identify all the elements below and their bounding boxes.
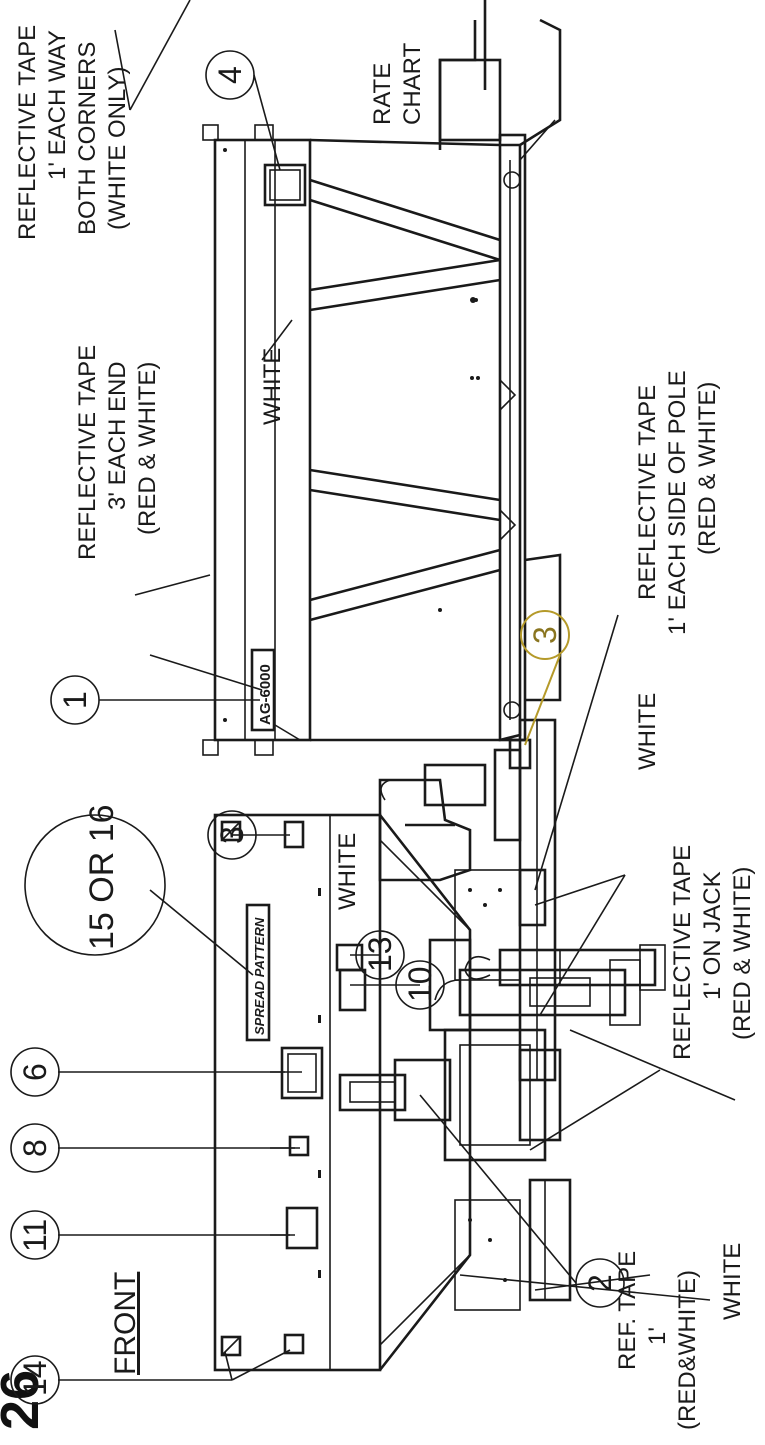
- decal-ag6000-text: AG-6000: [257, 664, 274, 725]
- pole-tape-rect: [518, 868, 547, 927]
- svg-text:6: 6: [17, 1063, 53, 1081]
- decal-corner-front: [220, 820, 242, 842]
- svg-text:14: 14: [17, 1360, 53, 1396]
- svg-text:1: 1: [57, 691, 93, 709]
- hopper-taper: [378, 814, 472, 1371]
- decal-8: [288, 1135, 310, 1157]
- front-jack: [498, 948, 657, 987]
- hopper-top-rect: [213, 813, 382, 1372]
- rate-chart-label: RATE CHART: [369, 42, 426, 125]
- white-label-front: WHITE: [719, 1243, 746, 1320]
- svg-text:10: 10: [402, 966, 438, 1002]
- callout-4: 4: [205, 50, 281, 171]
- svg-text:BOTH CORNERS: BOTH CORNERS: [74, 42, 101, 235]
- spread-pattern-decal-text: SPREAD PATTERN: [252, 917, 267, 1035]
- svg-text:11: 11: [17, 1219, 53, 1252]
- callout-11: 11: [10, 1210, 290, 1260]
- svg-text:1' ON JACK: 1' ON JACK: [699, 871, 726, 1000]
- svg-text:(WHITE ONLY): (WHITE ONLY): [104, 66, 131, 230]
- svg-text:15 OR 16: 15 OR 16: [83, 804, 121, 950]
- front-leaders: [149, 834, 711, 1381]
- decal-14-box-a: [283, 1333, 305, 1355]
- callout-6: 6: [10, 1047, 285, 1097]
- pole-tape-label: REFLECTIVE TAPE 1' EACH SIDE OF POLE (RE…: [634, 370, 721, 635]
- rate-chart-box: [438, 58, 502, 142]
- decal-ag6000: [250, 648, 276, 732]
- callout-2: 2: [419, 1094, 625, 1308]
- spread-pattern-decal: [245, 903, 271, 1042]
- svg-text:REF. TAPE: REF. TAPE: [614, 1251, 641, 1370]
- callout-1: 1: [50, 675, 260, 725]
- ref-tape-front-label: REF. TAPE 1' (RED&WHITE): [614, 1251, 701, 1430]
- decal-6: [280, 1046, 324, 1100]
- side-leaders: [114, 0, 736, 1101]
- side-view: AG-6000: [202, 0, 641, 1082]
- decal-10: [338, 968, 367, 1012]
- callout-10: 10: [395, 960, 445, 1010]
- svg-text:REFLECTIVE TAPE: REFLECTIVE TAPE: [634, 385, 661, 600]
- svg-text:3' EACH END: 3' EACH END: [104, 361, 131, 510]
- callout-15-or-16: 15 OR 16: [24, 804, 166, 956]
- corner-tape-label: REFLECTIVE TAPE 1' EACH WAY BOTH CORNERS…: [14, 25, 131, 240]
- white-label-frame: WHITE: [634, 693, 661, 770]
- callout-8: 8: [10, 1123, 295, 1173]
- svg-text:1' EACH WAY: 1' EACH WAY: [44, 30, 71, 180]
- svg-text:1': 1': [644, 1327, 671, 1345]
- callout-3-front: 3: [207, 810, 257, 860]
- front-label: FRONT: [109, 1272, 142, 1375]
- svg-text:REFLECTIVE TAPE: REFLECTIVE TAPE: [669, 845, 696, 1060]
- front-view: SPREAD PATTERN: [213, 813, 666, 1372]
- svg-text:1' EACH SIDE OF POLE: 1' EACH SIDE OF POLE: [664, 370, 691, 635]
- white-label-hopper-top: WHITE: [259, 348, 286, 425]
- callout-13: 13: [355, 930, 405, 980]
- svg-text:(RED & WHITE): (RED & WHITE): [729, 867, 756, 1040]
- svg-text:CHART: CHART: [399, 42, 426, 125]
- side-jack: [458, 968, 627, 1017]
- svg-text:REFLECTIVE TAPE: REFLECTIVE TAPE: [14, 25, 41, 240]
- decal-14-box-b: [220, 1335, 242, 1357]
- svg-text:13: 13: [362, 936, 398, 972]
- decal-11: [285, 1206, 319, 1250]
- svg-text:RATE: RATE: [369, 63, 396, 125]
- jack-tape-label: REFLECTIVE TAPE 1' ON JACK (RED & WHITE): [669, 845, 756, 1060]
- decal-3-side: [508, 738, 532, 770]
- svg-text:(RED & WHITE): (RED & WHITE): [134, 362, 161, 535]
- svg-text:8: 8: [17, 1139, 53, 1157]
- svg-text:(RED & WHITE): (RED & WHITE): [694, 382, 721, 555]
- svg-text:(RED&WHITE): (RED&WHITE): [674, 1270, 701, 1430]
- white-label-hopper-front: WHITE: [334, 833, 361, 910]
- decal-4: [263, 163, 307, 207]
- svg-text:REFLECTIVE TAPE: REFLECTIVE TAPE: [74, 345, 101, 560]
- svg-text:3: 3: [527, 626, 563, 644]
- callout-14: 14: [10, 1355, 232, 1405]
- svg-text:4: 4: [212, 66, 248, 84]
- page-number: 26: [0, 1370, 50, 1430]
- svg-text:2: 2: [582, 1274, 618, 1292]
- callout-3-side: 3: [520, 610, 570, 746]
- svg-text:3: 3: [214, 826, 250, 844]
- end-tape-label: REFLECTIVE TAPE 3' EACH END (RED & WHITE…: [74, 345, 161, 560]
